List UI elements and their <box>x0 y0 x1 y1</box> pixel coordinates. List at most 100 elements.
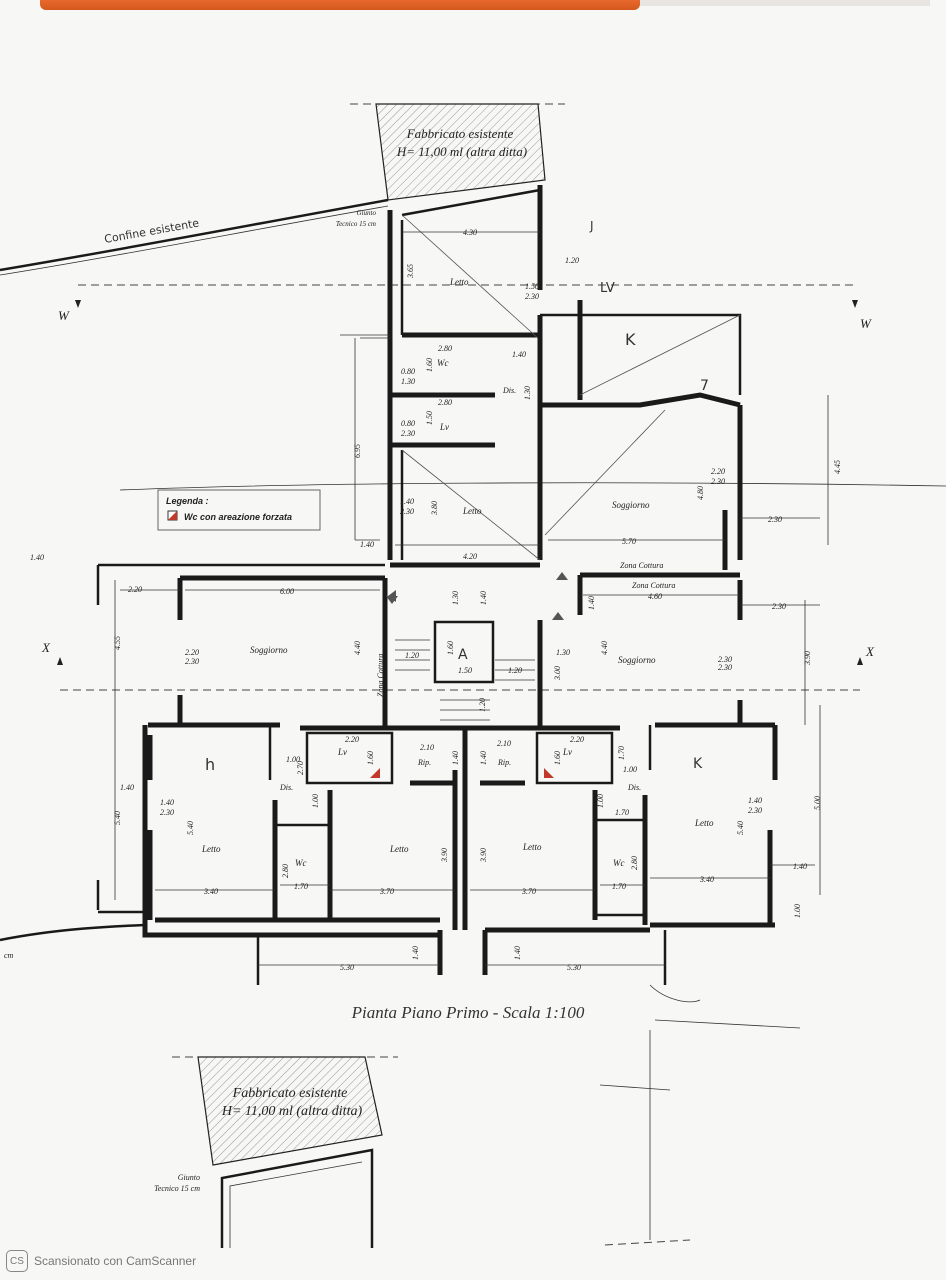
hand-k-upper: K <box>625 330 636 349</box>
room-soggiorno-right: Soggiorno <box>618 655 656 665</box>
dim-4-30: 4.30 <box>463 228 477 237</box>
stair-label: A <box>458 647 468 663</box>
dim-1-40-m: 1.40 <box>513 946 522 960</box>
existing-building-name-2: Fabbricato esistente <box>232 1086 348 1101</box>
joint-label-2: Tecnico 15 cm <box>336 220 376 228</box>
legend-title: Legenda : <box>166 496 209 506</box>
dim-2-30-f: 2.30 <box>772 602 786 611</box>
dim-0-80-b: 0.80 <box>401 419 415 428</box>
dim-3-80: 3.80 <box>430 501 439 516</box>
room-dis-right: Dis. <box>627 783 641 792</box>
dim-1-40-k: 1.40 <box>793 862 807 871</box>
stairs <box>386 572 568 721</box>
dim-3-90-c: 3.90 <box>479 848 488 863</box>
room-lv-upper: Lv <box>439 422 449 432</box>
dim-6-00: 6.00 <box>280 587 294 596</box>
room-lv-right: Lv <box>562 747 572 757</box>
legend: Legenda : Wc con areazione forzata <box>157 489 321 531</box>
dim-1-40-f: 1.40 <box>451 751 460 765</box>
dim-4-40-a: 4.40 <box>353 641 362 655</box>
dim-1-00-d: 1.00 <box>596 794 605 808</box>
room-letto-center-right: Letto <box>522 842 542 852</box>
joint-label-3: Giunto <box>178 1173 200 1182</box>
joint-label-4: Tecnico 15 cm <box>154 1184 200 1193</box>
dim-2-20-c: 2.20 <box>185 648 199 657</box>
section-w-left: W <box>58 308 70 323</box>
hand-h: h <box>205 755 215 774</box>
dim-1-20-b: 1.20 <box>508 666 522 675</box>
dim-4-60: 4.60 <box>648 592 662 601</box>
hand-j: J <box>589 219 594 233</box>
scanner-watermark: CS Scansionato con CamScanner <box>6 1250 196 1272</box>
dim-2-30-h: 2.30 <box>718 655 732 664</box>
dim-2-30-b: 2.30 <box>401 429 415 438</box>
dim-5-70: 5.70 <box>622 537 636 546</box>
dim-1-70-a: 1.70 <box>617 746 626 760</box>
existing-building-height-2: H= 11,00 ml (altra ditta) <box>221 1104 363 1119</box>
dim-5-30-a: 5.30 <box>340 963 354 972</box>
existing-building-height: H= 11,00 ml (altra ditta) <box>396 144 527 159</box>
dim-4-20: 4.20 <box>463 552 477 561</box>
dim-1-50-b: 1.50 <box>425 411 434 425</box>
dim-2-80-d: 2.80 <box>630 856 639 870</box>
dim-2-30-j: 2.30 <box>160 808 174 817</box>
dim-4-80: 4.80 <box>696 486 705 500</box>
existing-building-top: Fabbricato esistente H= 11,00 ml (altra … <box>350 103 565 201</box>
dim-1-40-c: 1.40 <box>360 540 374 549</box>
dim-5-30-b: 5.30 <box>567 963 581 972</box>
dim-3-90-a: 3.90 <box>803 651 812 666</box>
handwritten-notes: K LV J 7 h K <box>205 219 709 774</box>
dim-2-20-b: 2.20 <box>128 585 142 594</box>
dim-1-40-n: 1.40 <box>30 553 44 562</box>
dim-2-30-d: 2.30 <box>711 477 725 486</box>
plan-title: Pianta Piano Primo - Scala 1:100 <box>351 1003 585 1022</box>
dim-1-20-c: 1.20 <box>478 698 487 712</box>
section-x-right: X <box>865 644 875 659</box>
dim-5-40-c: 5.40 <box>736 821 745 835</box>
section-w-right: W <box>860 316 872 331</box>
paper-edge <box>640 0 930 6</box>
room-zona-cottura-right: Zona Cottura <box>632 581 675 590</box>
dim-4-45: 4.45 <box>833 460 842 474</box>
room-dis-left: Dis. <box>279 783 293 792</box>
room-soggiorno-left: Soggiorno <box>250 645 288 655</box>
hand-lv: LV <box>600 281 615 296</box>
dim-2-20-d: 2.20 <box>345 735 359 744</box>
dim-3-70-b: 3.70 <box>521 887 536 896</box>
dim-2-80-b: 2.80 <box>438 398 452 407</box>
room-labels: Letto Wc Lv Dis. Letto Soggiorno Zona Co… <box>201 277 714 868</box>
dim-3-70-a: 3.70 <box>379 887 394 896</box>
room-letto-left: Letto <box>201 844 221 854</box>
dim-1-70-d: 1.70 <box>612 882 626 891</box>
existing-building-bottom: Fabbricato esistente H= 11,00 ml (altra … <box>172 1056 398 1248</box>
main-floor-walls <box>96 334 778 938</box>
existing-building-name: Fabbricato esistente <box>406 126 514 141</box>
dim-2-20-a: 2.20 <box>711 467 725 476</box>
dim-1-60-b: 1.60 <box>446 641 455 655</box>
boundary-line <box>0 198 389 272</box>
dim-1-00-e: 1.00 <box>793 904 802 918</box>
camscanner-logo-icon: CS <box>6 1250 28 1272</box>
dim-1-50-top: 1.50 <box>525 282 539 291</box>
dim-1-40-g: 1.40 <box>479 751 488 765</box>
dim-2-30-k: 2.30 <box>748 806 762 815</box>
dim-4-40-b: 4.40 <box>600 641 609 655</box>
dimension-lines <box>114 231 829 900</box>
dim-1-30-d: 1.30 <box>556 648 570 657</box>
dim-3-00: 3.00 <box>553 666 562 681</box>
dim-1-50-c: 1.50 <box>458 666 472 675</box>
room-letto-center-left: Letto <box>389 844 409 854</box>
dim-6-95: 6.95 <box>353 444 362 458</box>
room-lv-left: Lv <box>337 747 347 757</box>
joint-label-1: Giunto <box>357 209 377 217</box>
dim-5-40-a: 5.40 <box>113 811 122 825</box>
dim-1-40-h: 1.40 <box>120 783 134 792</box>
room-letto-mid: Letto <box>462 506 482 516</box>
unit-note: cm <box>4 951 14 960</box>
dim-1-60-c: 1.60 <box>366 751 375 765</box>
room-rip-right: Rip. <box>497 758 511 767</box>
room-letto-top: Letto <box>449 277 469 287</box>
hand-seven: 7 <box>700 378 709 394</box>
dim-3-40-a: 3.40 <box>203 887 218 896</box>
dim-1-00-b: 1.00 <box>623 765 637 774</box>
